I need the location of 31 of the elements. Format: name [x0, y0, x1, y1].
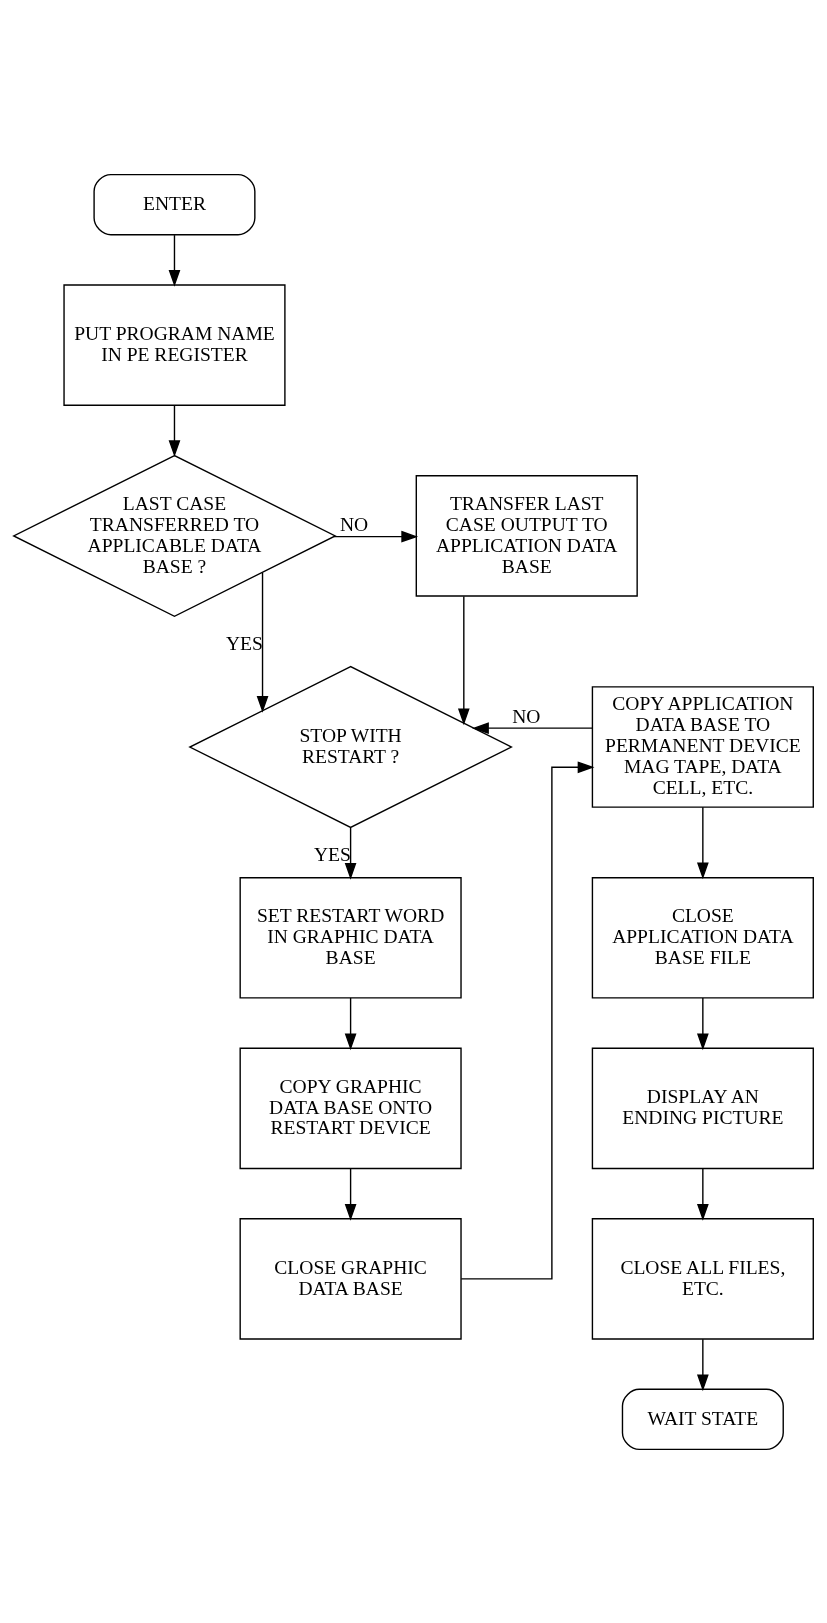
node-box: WAIT STATE: [621, 1388, 784, 1450]
node-box: COPY APPLICATION DATA BASE TO PERMANENT DEVICE MAG TAPE, DATA CELL, ETC.: [591, 685, 814, 808]
arrow: [344, 996, 357, 1050]
node-box: DISPLAY AN ENDING PICTURE: [591, 1047, 814, 1169]
arrow: [168, 404, 181, 457]
arrow: [696, 806, 709, 879]
edge-label: YES: [313, 843, 351, 865]
arrow: [333, 530, 419, 542]
edge-label: NO: [339, 513, 369, 535]
node-box: PUT PROGRAM NAME IN PE REGISTER: [63, 283, 286, 406]
arrow: [457, 595, 470, 725]
node-box: CLOSE APPLICATION DATA BASE FILE: [591, 876, 814, 999]
node-box: ENTER: [93, 173, 256, 235]
node-diamond: LAST CASE TRANSFERRED TO APPLICABLE DATA BASE ?: [12, 454, 337, 617]
edge-label: NO: [512, 705, 541, 727]
node-diamond: STOP WITH RESTART ?: [188, 665, 513, 828]
arrow: [472, 721, 594, 734]
node-box: CLOSE GRAPHIC DATA BASE: [239, 1217, 462, 1340]
node-box: CLOSE ALL FILES, ETC.: [591, 1217, 814, 1340]
arrow: [256, 571, 269, 713]
arrow: [168, 233, 181, 287]
arrow: [696, 1167, 709, 1221]
node-box: TRANSFER LAST CASE OUTPUT TO APPLICATION DATA BASE: [415, 474, 638, 597]
node-box: SET RESTART WORD IN GRAPHIC DATA BASE: [239, 876, 462, 999]
arrow: [344, 1167, 357, 1221]
arrow: [344, 826, 357, 880]
node-box: COPY GRAPHIC DATA BASE ONTO RESTART DEVICE: [239, 1047, 462, 1169]
arrow: [460, 760, 595, 1280]
arrow: [696, 996, 709, 1050]
arrow: [696, 1338, 709, 1391]
edge-label: YES: [225, 632, 263, 654]
